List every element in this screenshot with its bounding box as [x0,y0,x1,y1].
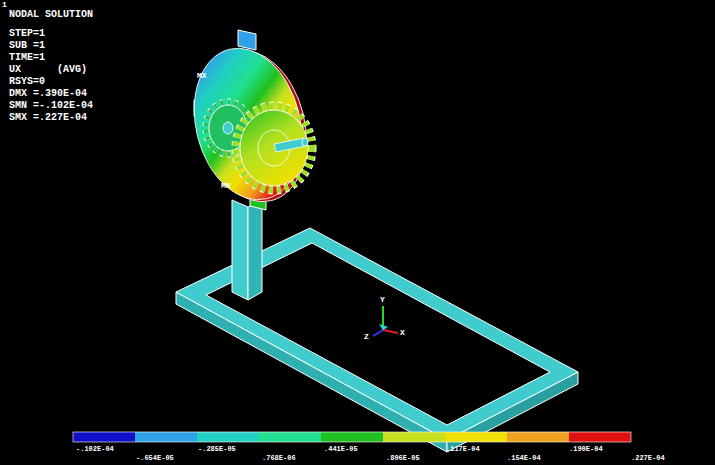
contour-value: .154E-04 [507,455,541,462]
plot-title: NODAL SOLUTION [9,10,93,20]
window-number: 1 [2,1,7,9]
contour-value: .806E-05 [386,455,420,462]
support-post [232,200,262,300]
max-marker: MX [197,72,207,80]
axis-triad [373,306,398,336]
contour-value: .227E-04 [631,455,665,462]
axis-label: Y [380,296,385,304]
min-marker: MN [221,182,231,190]
contour-value: .117E-04 [446,446,480,453]
contour-bar [73,432,631,442]
contour-value: -.285E-05 [198,446,236,453]
info-line: SMX =.227E-04 [9,113,87,123]
large-gear [236,106,312,190]
contour-value: .190E-04 [569,446,603,453]
info-line: DMX =.390E-04 [9,89,87,99]
gear-plate [179,36,322,214]
axis-label: Z [364,333,369,341]
contour-value: .768E-06 [262,455,296,462]
axis-label: X [400,329,405,337]
info-line: UX (AVG) [9,65,87,75]
info-line: RSYS=0 [9,77,45,87]
info-line: SMN =-.102E-04 [9,101,93,111]
contour-value: -.102E-04 [76,446,114,453]
info-line: STEP=1 [9,29,45,39]
contour-value: .441E-05 [324,446,358,453]
info-line: TIME=1 [9,53,45,63]
info-line: SUB =1 [9,41,45,51]
contour-value: -.654E-05 [136,455,174,462]
